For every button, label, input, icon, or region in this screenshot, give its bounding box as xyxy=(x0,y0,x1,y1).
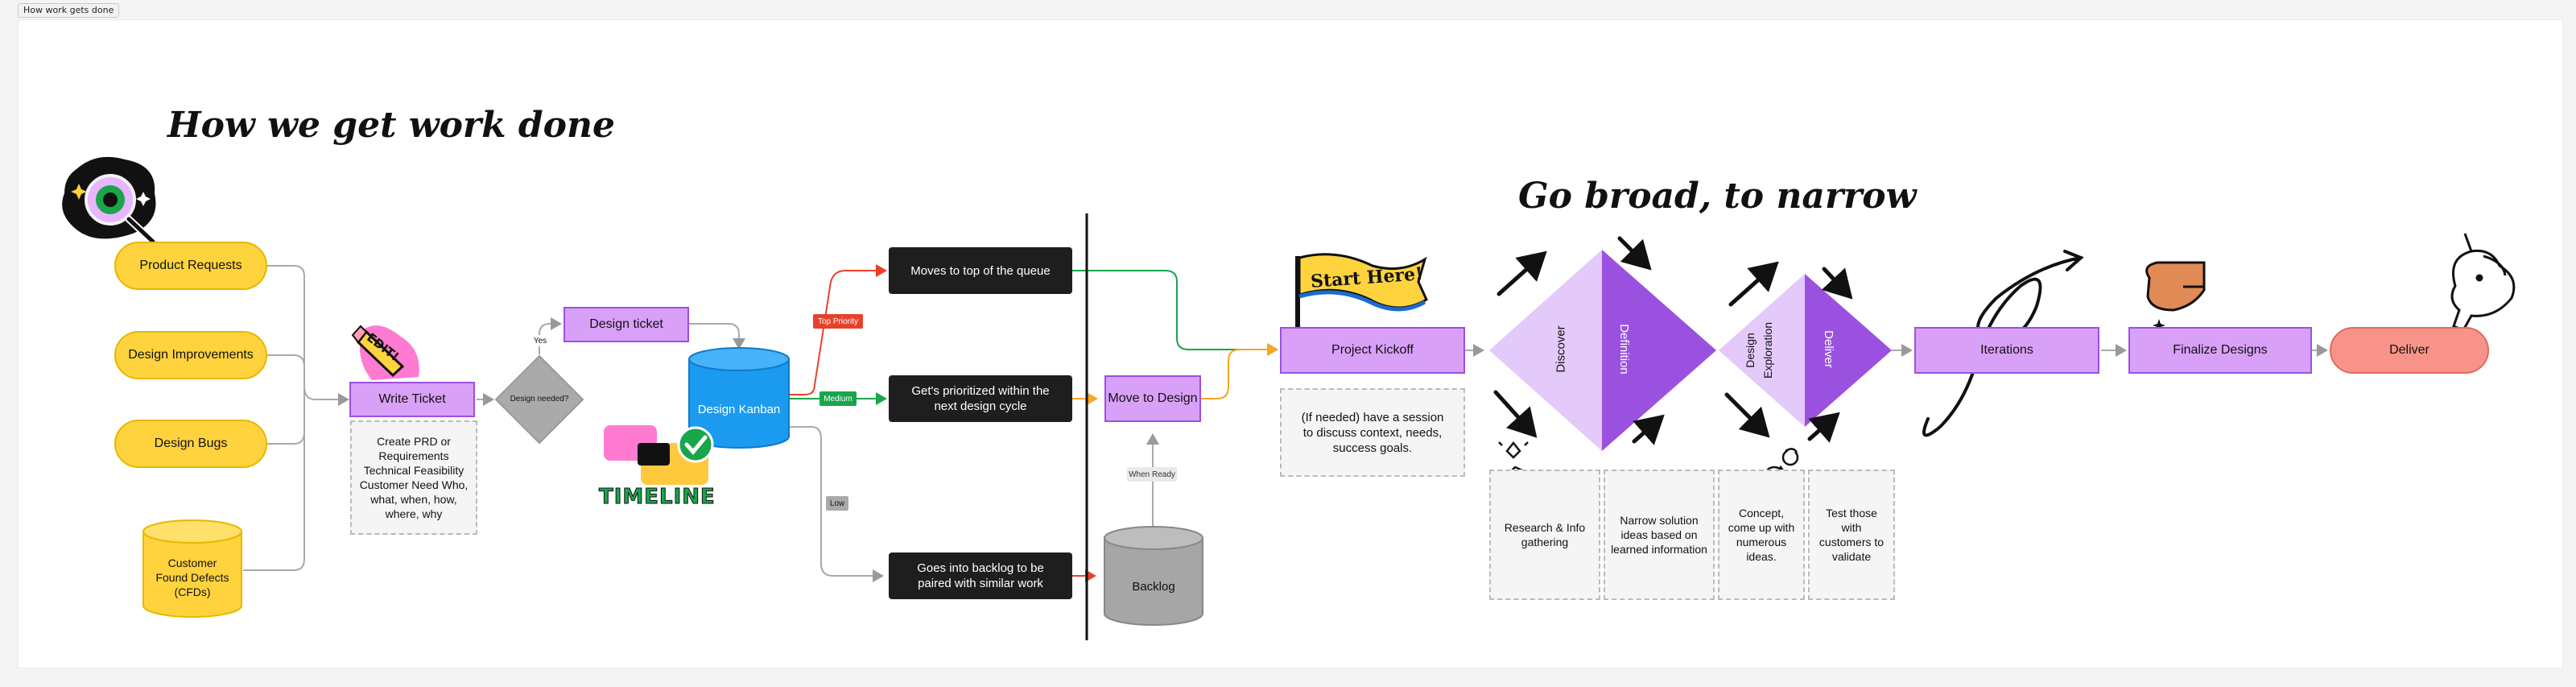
sketch-arrow-down-3 xyxy=(1821,267,1853,300)
timeline-sticker-icon xyxy=(604,425,714,485)
connector-design-bugs xyxy=(267,399,305,445)
discover-half[interactable] xyxy=(1489,250,1602,451)
sketch-arrow-up-3 xyxy=(1728,261,1779,307)
deliver-diamond-label: Deliver xyxy=(1821,330,1835,368)
design-improvements-node[interactable]: Design Improvements xyxy=(114,331,267,379)
product-requests-node[interactable]: Product Requests xyxy=(114,242,267,290)
connector-queue-kickoff xyxy=(1072,270,1278,356)
definition-label: Definition xyxy=(1616,324,1631,375)
main-title: How we get work done xyxy=(167,105,616,146)
top-outcome-node[interactable]: Moves to top of the queue xyxy=(889,247,1072,294)
start-here-flag-icon xyxy=(1295,253,1428,329)
deliver-half[interactable] xyxy=(1805,274,1892,427)
backlog-cylinder[interactable] xyxy=(1104,526,1203,626)
project-kickoff-node[interactable]: Project Kickoff xyxy=(1280,327,1465,374)
top-priority-tag: Top Priority xyxy=(813,314,863,329)
scribble-arrow-icon xyxy=(1922,256,2083,437)
sketch-arrows xyxy=(1493,236,1853,445)
discover-label: Discover xyxy=(1554,325,1568,373)
write-ticket-node[interactable]: Write Ticket xyxy=(349,382,475,417)
deliver-node[interactable]: Deliver xyxy=(2330,327,2489,374)
backlog-label: Backlog xyxy=(1132,579,1175,594)
test-note: Test those with customers to validate xyxy=(1808,470,1895,600)
sketch-arrow-down-2 xyxy=(1493,390,1538,438)
low-outcome-node[interactable]: Goes into backlog to be paired with simi… xyxy=(889,552,1072,599)
sketch-arrow-down-1 xyxy=(1617,236,1652,271)
medium-outcome-node[interactable]: Get's prioritized within the next design… xyxy=(889,375,1072,422)
connector-design-ticket-kanban xyxy=(689,323,745,350)
sketch-arrow-up-4 xyxy=(1807,412,1840,443)
low-priority-tag: Low xyxy=(826,496,848,511)
sketch-arrow-up-1 xyxy=(1496,250,1547,296)
page-tab[interactable]: How work gets done xyxy=(18,3,120,18)
decision-label: Design needed? xyxy=(510,395,569,404)
when-ready-tag: When Ready xyxy=(1127,467,1177,482)
customer-defects-label: Customer Found Defects (CFDs) xyxy=(155,557,229,598)
sketch-arrow-up-2 xyxy=(1632,414,1665,445)
design-bugs-node[interactable]: Design Bugs xyxy=(114,420,267,468)
project-kickoff-note: (If needed) have a session to discuss co… xyxy=(1280,388,1465,477)
connector-move-kickoff xyxy=(1201,343,1278,399)
cfd-cylinder[interactable] xyxy=(142,519,242,618)
magnifier-eye-sticker-icon xyxy=(62,156,157,246)
edit-pencil-sticker-icon xyxy=(351,325,419,380)
definition-half[interactable] xyxy=(1602,250,1716,451)
design-ticket-node[interactable]: Design ticket xyxy=(564,307,689,342)
narrow-note: Narrow solution ideas based on learned i… xyxy=(1604,470,1715,600)
medium-priority-tag: Medium xyxy=(819,391,857,406)
decision-diamond[interactable] xyxy=(494,354,584,445)
connector-decision-design-ticket xyxy=(539,317,562,354)
sketch-arrow-down-4 xyxy=(1724,392,1770,438)
unicorn-icon xyxy=(2450,233,2516,332)
connector-product-requests xyxy=(267,265,349,406)
design-kanban-label: Design Kanban xyxy=(697,402,781,416)
hand-sparkle-icon xyxy=(2142,261,2206,348)
connector-kanban-low xyxy=(789,426,884,582)
timeline-sticker-text: TIMELINE xyxy=(599,485,716,510)
secondary-title: Go broad, to narrow xyxy=(1518,176,1917,217)
yes-label: Yes xyxy=(531,335,549,346)
concept-note: Concept, come up with numerous ideas. xyxy=(1718,470,1805,600)
connector-design-improvements xyxy=(267,354,305,399)
research-note: Research & Info gathering xyxy=(1489,470,1600,600)
connector-top-priority xyxy=(789,264,887,395)
design-exploration-label: Design Exploration xyxy=(1744,321,1774,379)
write-ticket-note: Create PRD or Requirements Technical Fea… xyxy=(350,420,477,535)
connector-cfds xyxy=(243,399,305,571)
finalize-designs-node[interactable]: Finalize Designs xyxy=(2128,327,2312,374)
iterations-node[interactable]: Iterations xyxy=(1914,327,2099,374)
move-to-design-node[interactable]: Move to Design xyxy=(1104,375,1201,422)
design-exploration-half[interactable] xyxy=(1719,274,1805,427)
